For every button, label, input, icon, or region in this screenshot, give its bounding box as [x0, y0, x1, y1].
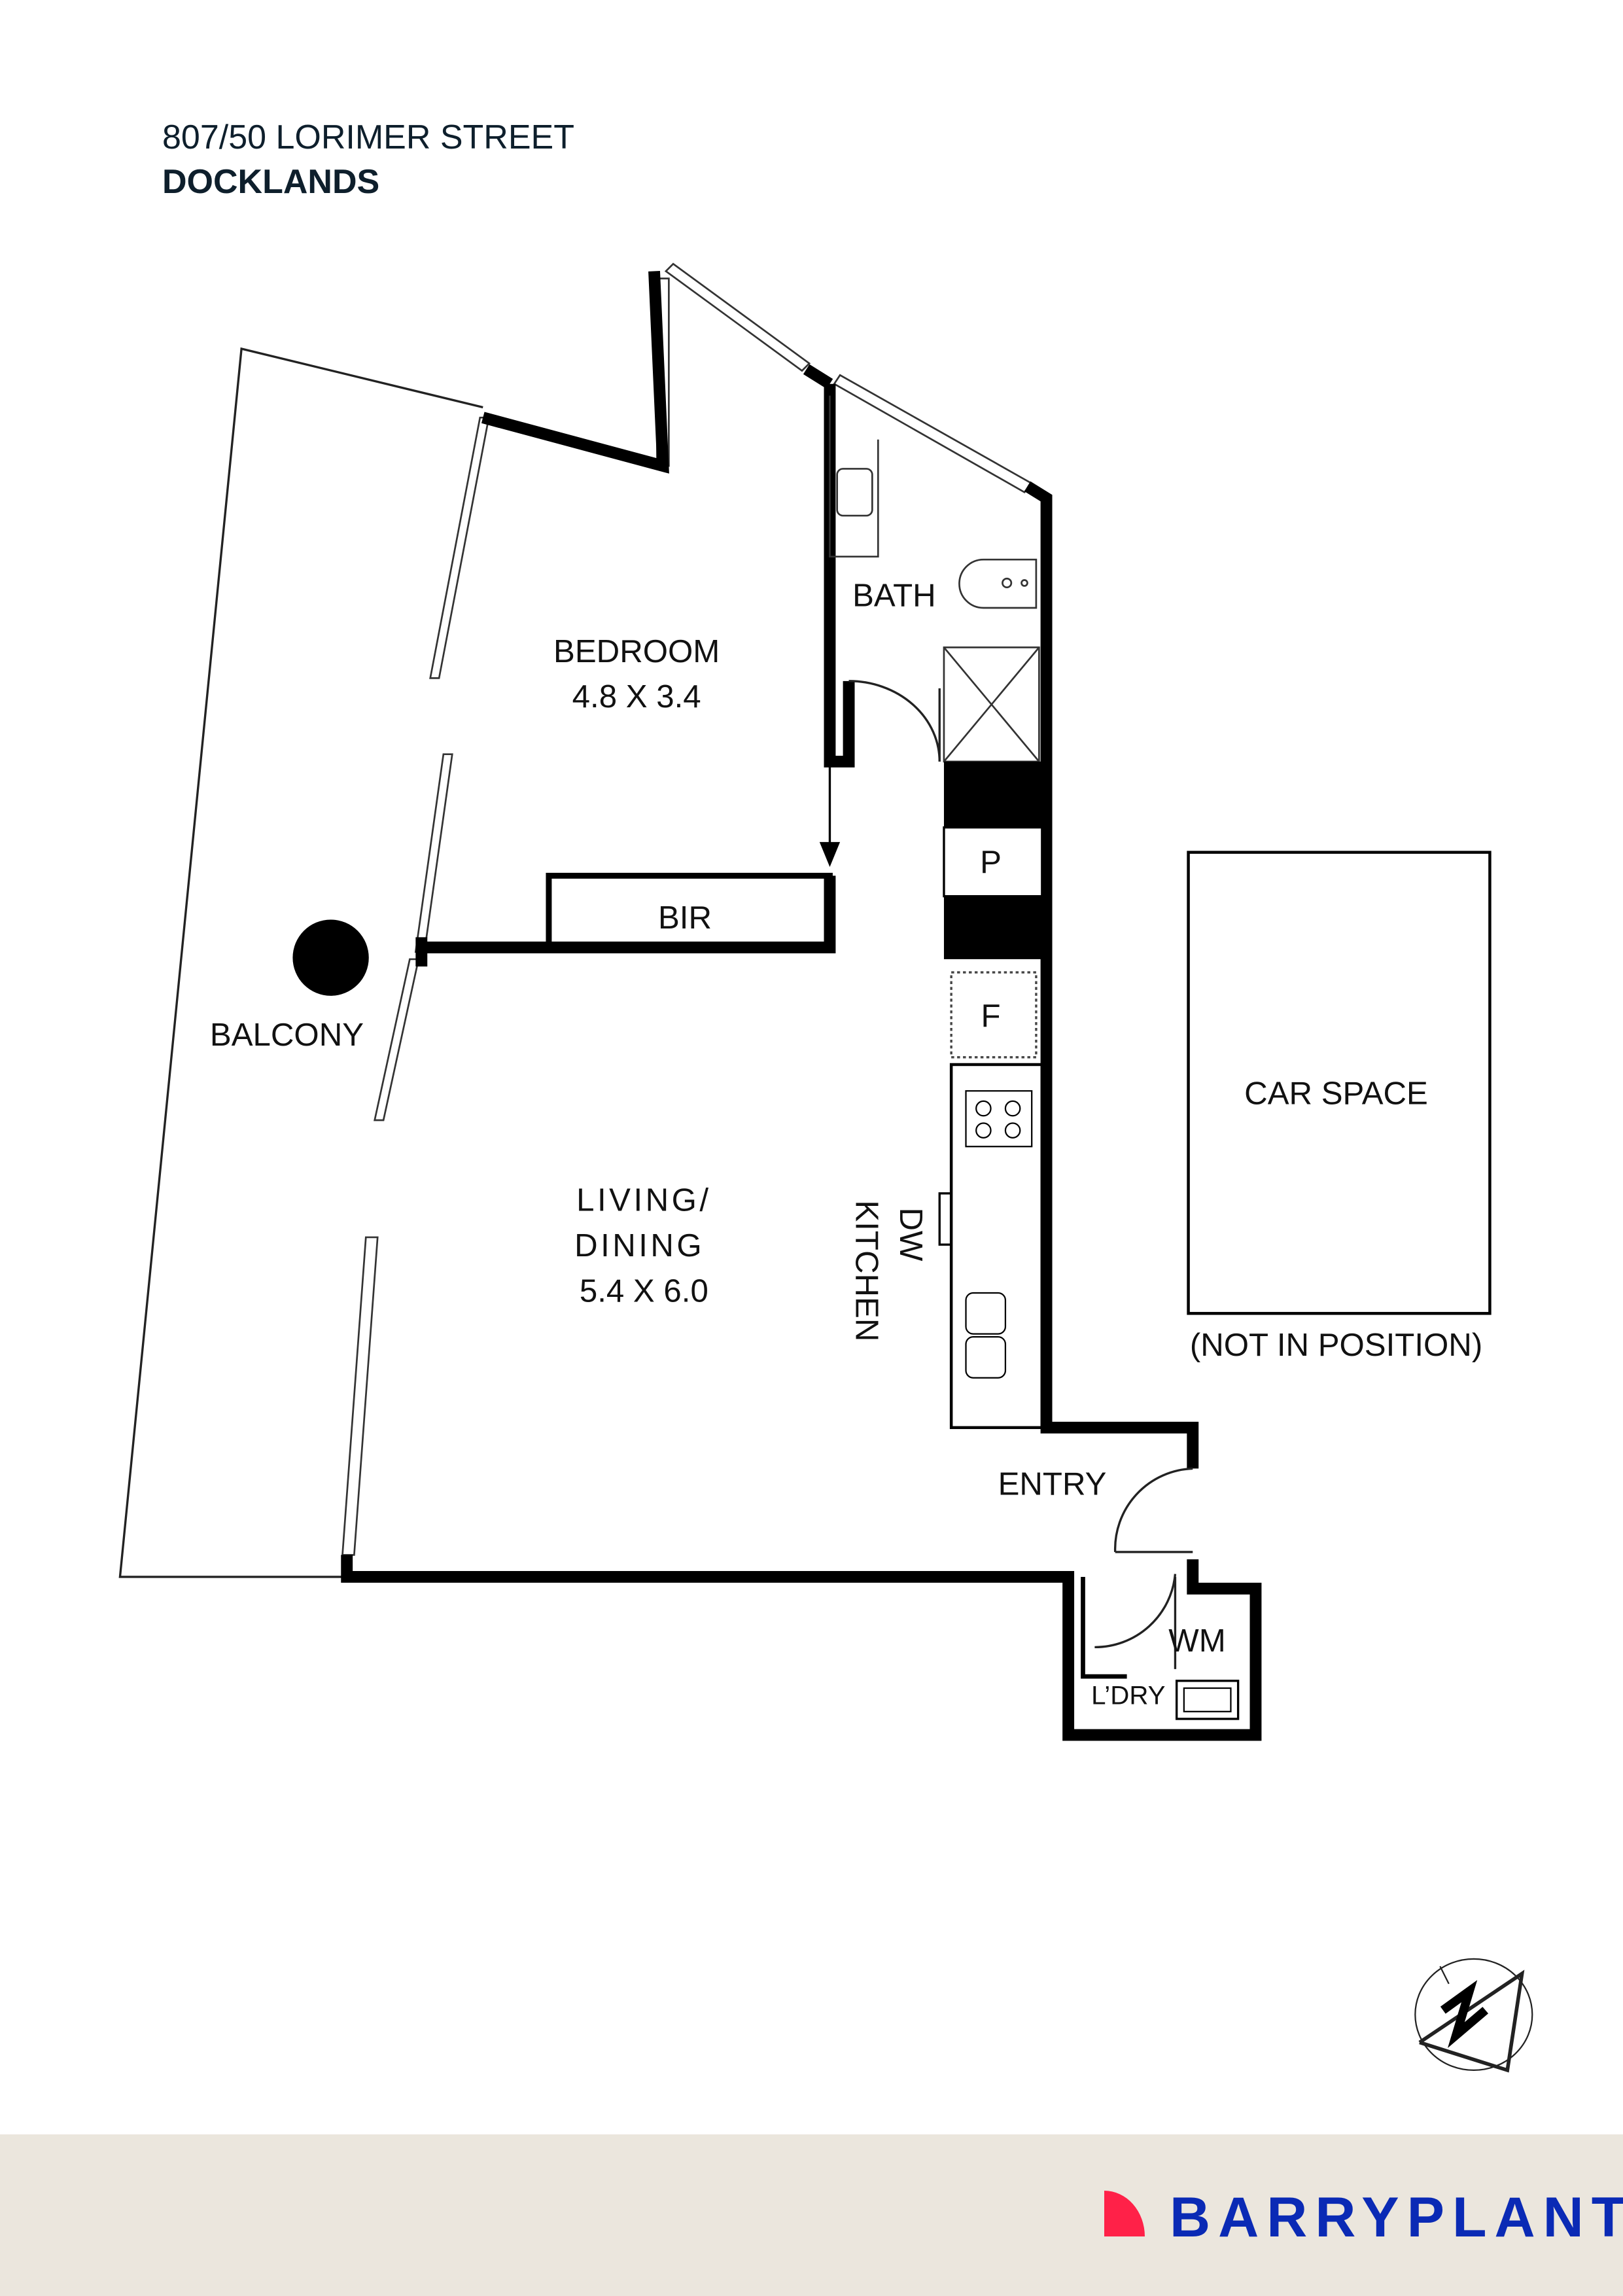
balcony-label: BALCONY	[210, 1017, 364, 1053]
footer-band	[0, 2134, 1623, 2296]
barryplant-logo: BARRYPLANT	[1170, 2186, 1623, 2249]
pantry-label: P	[980, 844, 1002, 880]
bath-label: BATH	[852, 578, 936, 614]
car-space-label: CAR SPACE	[1244, 1075, 1428, 1111]
wall-block	[943, 896, 1042, 959]
pantry-box	[943, 826, 1043, 898]
bir-box	[546, 872, 833, 951]
laundry-label: L’DRY	[1091, 1681, 1165, 1710]
dining-label: DINING	[574, 1227, 705, 1263]
column	[292, 919, 369, 996]
wall-block	[943, 761, 1042, 828]
bedroom-size: 4.8 X 3.4	[572, 679, 701, 715]
balcony-outline	[118, 347, 483, 1578]
laundry-wall	[1081, 1576, 1127, 1679]
property-address: 807/50 LORIMER STREET	[162, 118, 574, 156]
laundry-trough	[1175, 1680, 1240, 1720]
doors	[848, 680, 1193, 1669]
property-suburb: DOCKLANDS	[162, 163, 380, 201]
living-label: LIVING/	[576, 1182, 711, 1218]
fridge-box	[950, 971, 1038, 1059]
north-arrow-icon	[1414, 1958, 1533, 2073]
dw-label: DW	[893, 1207, 929, 1262]
bedroom-entry-arrow-icon	[819, 764, 841, 867]
entry-label: ENTRY	[998, 1466, 1107, 1502]
bir-label: BIR	[658, 900, 712, 936]
bedroom-label: BEDROOM	[553, 633, 720, 669]
kitchen-label: KITCHEN	[849, 1200, 885, 1341]
car-space-note: (NOT IN POSITION)	[1190, 1327, 1482, 1363]
car-space-box	[1187, 851, 1492, 1315]
fridge-label: F	[981, 998, 1001, 1034]
kitchen-bench	[938, 1063, 1044, 1430]
living-size: 5.4 X 6.0	[580, 1273, 708, 1309]
walls	[341, 271, 1262, 1741]
wm-label: WM	[1168, 1623, 1225, 1659]
